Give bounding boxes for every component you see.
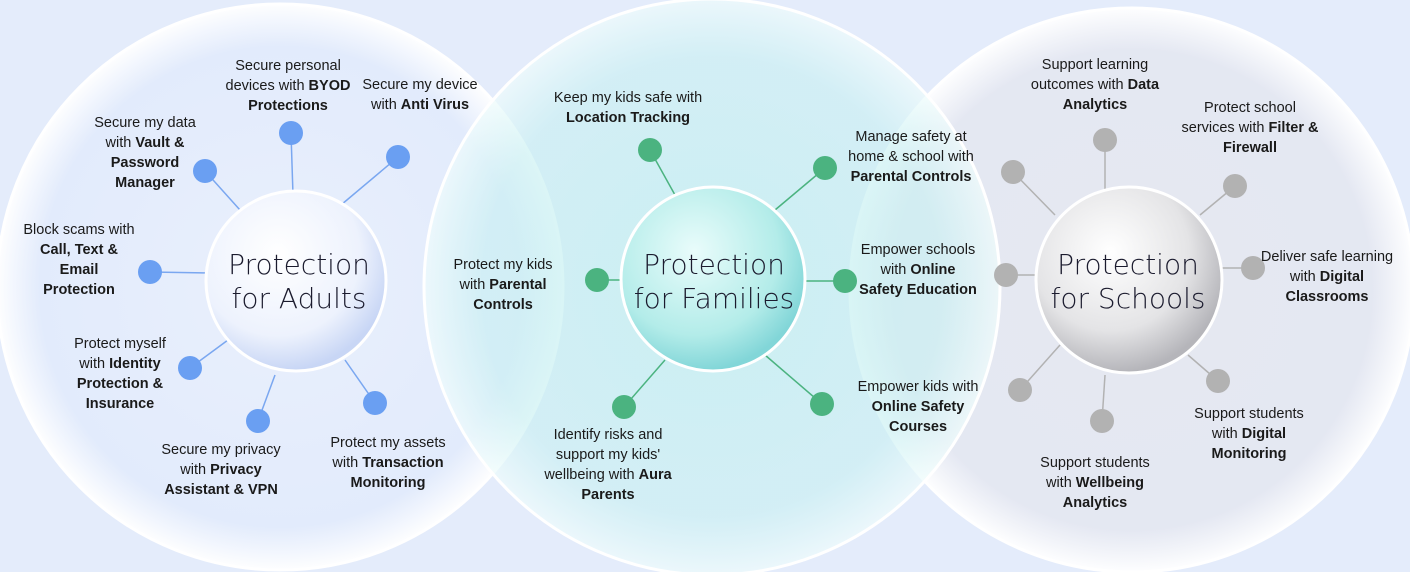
adults-hub-title: Protection for Adults bbox=[216, 248, 382, 316]
adults-label-vault: Secure my data with Vault & Password Man… bbox=[94, 115, 196, 191]
families-nodes bbox=[585, 138, 857, 419]
schools-label-firewall: Protect school services with Filter & Fi… bbox=[1181, 100, 1319, 156]
schools-hub-title: Protection for Schools bbox=[1043, 248, 1213, 316]
adults-hub-bubble[interactable] bbox=[204, 189, 388, 373]
families-label-aura-parents: Identify risks and support my kids' well… bbox=[544, 427, 672, 503]
schools-node[interactable] bbox=[1206, 369, 1230, 393]
adults-label-antivirus: Secure my device with Anti Virus bbox=[362, 77, 478, 113]
adults-hub-title-line2: for Adults bbox=[231, 282, 367, 315]
adults-node[interactable] bbox=[178, 356, 202, 380]
schools-hub-title-line2: for Schools bbox=[1050, 282, 1206, 315]
adults-node[interactable] bbox=[363, 391, 387, 415]
families-node[interactable] bbox=[638, 138, 662, 162]
adults-nodes bbox=[138, 121, 410, 433]
schools-label-wellbeing: Support students with Wellbeing Analytic… bbox=[1040, 455, 1150, 511]
schools-label-data-analytics: Support learning outcomes with Data Anal… bbox=[1030, 57, 1160, 113]
families-node[interactable] bbox=[612, 395, 636, 419]
schools-nodes bbox=[994, 128, 1265, 433]
adults-label-scams: Block scams with Call, Text & Email Prot… bbox=[23, 222, 135, 298]
schools-label-monitoring: Support students with Digital Monitoring bbox=[1194, 406, 1304, 462]
schools-node[interactable] bbox=[1093, 128, 1117, 152]
families-node[interactable] bbox=[585, 268, 609, 292]
schools-label-classrooms: Deliver safe learning with Digital Class… bbox=[1260, 249, 1394, 305]
families-node[interactable] bbox=[810, 392, 834, 416]
adults-node[interactable] bbox=[386, 145, 410, 169]
schools-node[interactable] bbox=[1090, 409, 1114, 433]
families-hub-title-line2: for Families bbox=[633, 282, 795, 315]
adults-node[interactable] bbox=[279, 121, 303, 145]
families-hub-title-line1: Protection bbox=[643, 248, 785, 281]
schools-node[interactable] bbox=[1241, 256, 1265, 280]
adults-hub-title-line1: Protection bbox=[228, 248, 370, 281]
adults-label-identity: Protect myself with Identity Protection … bbox=[74, 336, 166, 412]
adults-label-assets: Protect my assets with Transaction Monit… bbox=[330, 435, 446, 491]
families-hub-bubble[interactable] bbox=[619, 185, 807, 373]
schools-node[interactable] bbox=[1223, 174, 1247, 198]
adults-node[interactable] bbox=[246, 409, 270, 433]
adults-label-privacy: Secure my privacy with Privacy Assistant… bbox=[161, 442, 281, 498]
adults-label-byod: Secure personal devices with BYOD Protec… bbox=[225, 58, 351, 114]
schools-node[interactable] bbox=[1008, 378, 1032, 402]
families-label-location: Keep my kids safe with Location Tracking bbox=[553, 90, 703, 126]
families-hub-title: Protection for Families bbox=[626, 248, 802, 316]
families-node[interactable] bbox=[813, 156, 837, 180]
adults-node[interactable] bbox=[193, 159, 217, 183]
families-label-parental-kids: Protect my kids with Parental Controls bbox=[453, 257, 553, 313]
families-label-safety-courses: Empower kids with Online Safety Courses bbox=[857, 379, 979, 435]
schools-node[interactable] bbox=[994, 263, 1018, 287]
families-label-safety-education: Empower schools with Online Safety Educa… bbox=[859, 242, 977, 298]
families-node[interactable] bbox=[833, 269, 857, 293]
families-label-parental-home: Manage safety at home & school with Pare… bbox=[848, 129, 974, 185]
schools-node[interactable] bbox=[1001, 160, 1025, 184]
schools-hub-title-line1: Protection bbox=[1057, 248, 1199, 281]
schools-hub-bubble[interactable] bbox=[1034, 185, 1224, 375]
adults-node[interactable] bbox=[138, 260, 162, 284]
